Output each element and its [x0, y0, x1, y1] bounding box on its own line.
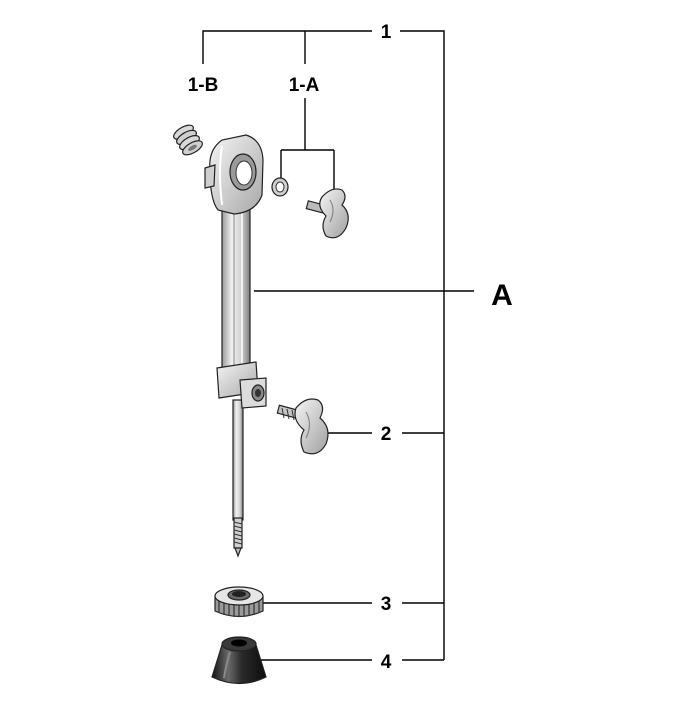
label-2: 2 — [381, 424, 392, 445]
callout-labels: 1 1-B 1-A A 2 3 4 — [188, 22, 513, 673]
spring-part — [173, 124, 203, 156]
rod-assembly-part — [204, 134, 267, 558]
label-a: A — [491, 279, 513, 312]
label-4: 4 — [381, 652, 392, 673]
leader-1a-bracket — [280, 98, 335, 192]
washer-part — [271, 177, 289, 197]
label-1a: 1-A — [289, 75, 320, 96]
label-1b: 1-B — [188, 75, 219, 96]
rod-head — [204, 134, 264, 215]
threaded-end — [233, 517, 243, 558]
leader-lines — [202, 30, 474, 661]
leader-1-vertical — [400, 30, 445, 660]
label-1: 1 — [381, 22, 392, 43]
wing-screw-small-part — [305, 188, 349, 239]
knurled-nut-part — [214, 586, 264, 618]
clamp-collar — [216, 361, 267, 409]
rubber-foot-part — [211, 636, 267, 685]
label-3: 3 — [381, 594, 392, 615]
leader-1b-bracket — [202, 30, 372, 64]
wing-screw-part — [276, 398, 329, 455]
